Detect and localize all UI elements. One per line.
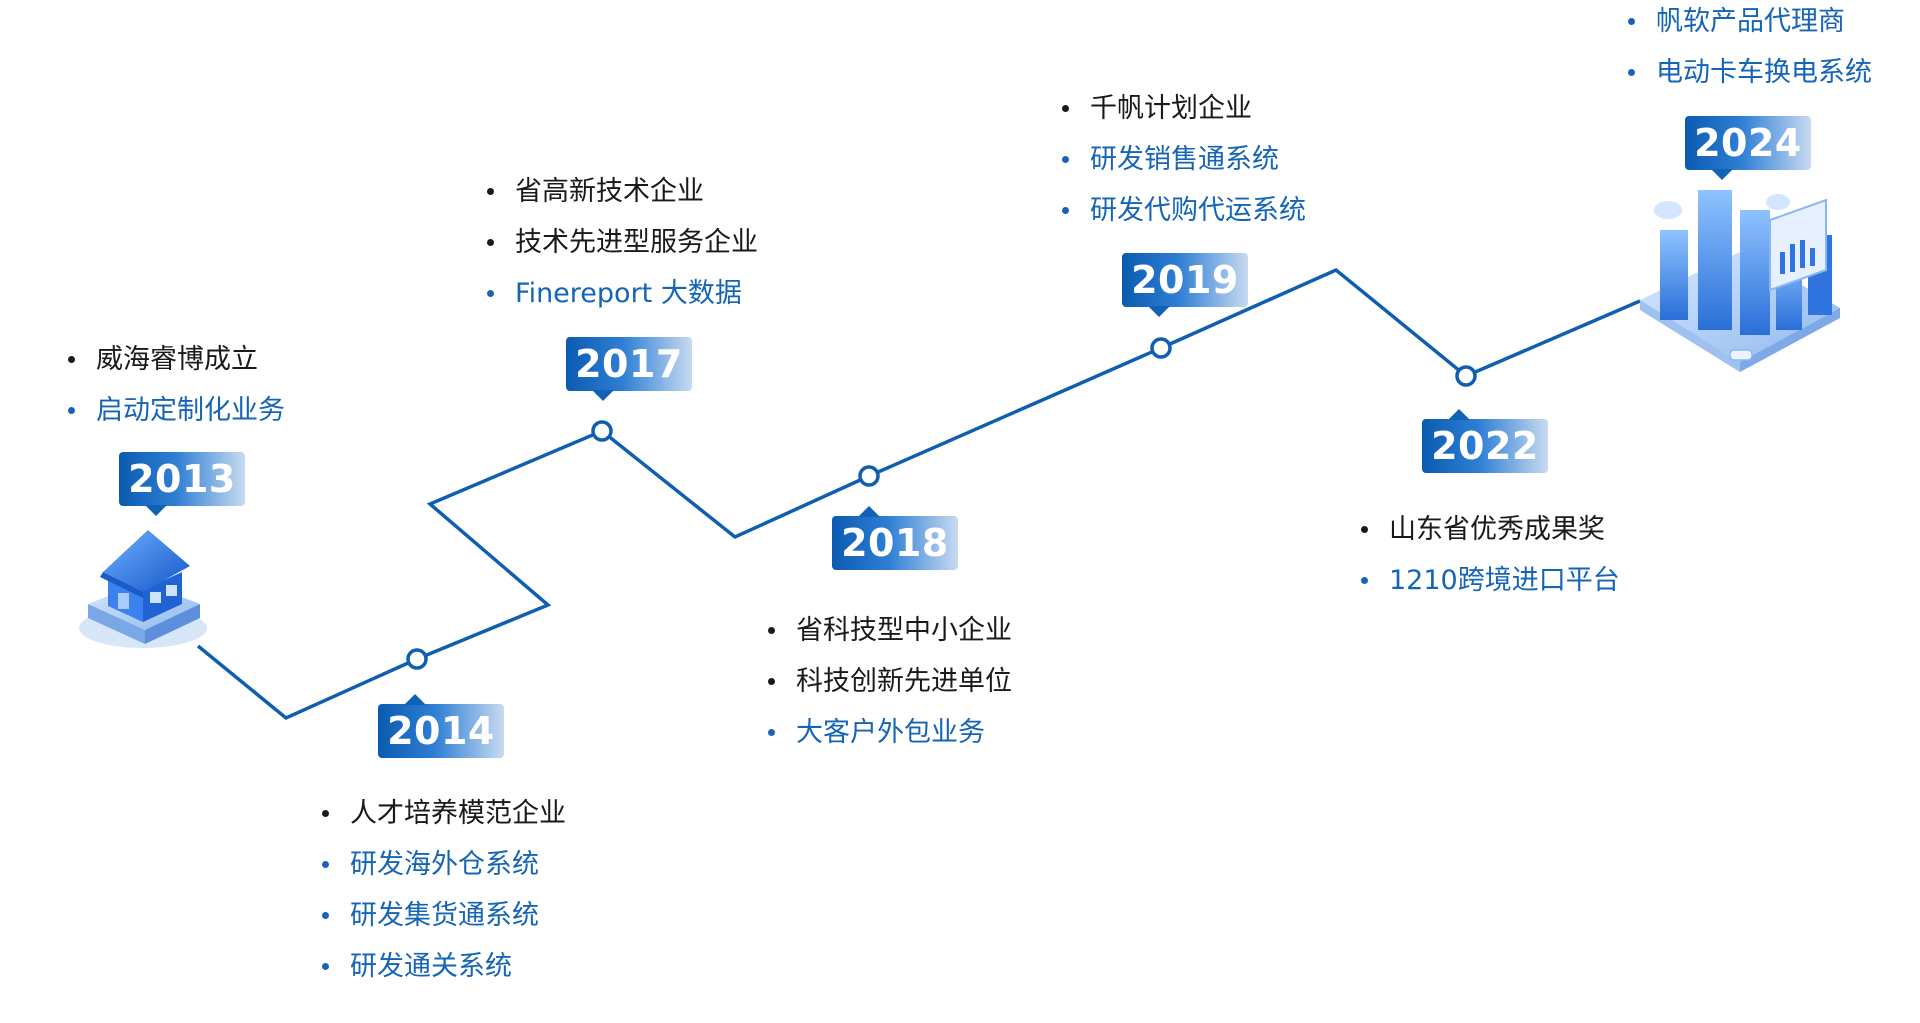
year-label-2013: 2013: [128, 457, 236, 501]
bullet-dot: [68, 356, 75, 363]
badge-pointer: [1448, 409, 1470, 420]
list-item: 省高新技术企业: [485, 166, 758, 217]
year-label-2014: 2014: [387, 709, 495, 753]
list-item: 技术先进型服务企业: [485, 217, 758, 268]
list-item: 电动卡车换电系统: [1626, 47, 1872, 98]
milestone-list-2018: 省科技型中小企业 科技创新先进单位 大客户外包业务: [766, 605, 1012, 758]
milestone-text: 威海睿博成立: [96, 344, 258, 375]
bullet-dot: [322, 963, 329, 970]
milestone-list-2019: 千帆计划企业 研发销售通系统 研发代购代运系统: [1060, 83, 1306, 236]
list-item: 研发代购代运系统: [1060, 185, 1306, 236]
badge-pointer: [404, 694, 426, 705]
year-badge-2014: 2014: [378, 694, 504, 758]
badge-pointer: [592, 390, 614, 401]
bullet-dot: [487, 188, 494, 195]
milestone-text: 启动定制化业务: [96, 395, 285, 426]
badge-pointer: [1148, 306, 1170, 317]
milestone-text: 技术先进型服务企业: [515, 227, 758, 258]
house-icon: [79, 530, 207, 648]
bullet-dot: [487, 290, 494, 297]
milestone-text: 人才培养模范企业: [350, 798, 566, 829]
bullet-dot: [1361, 577, 1368, 584]
list-item: 威海睿博成立: [66, 334, 285, 385]
bullet-dot: [322, 912, 329, 919]
node-2018: [858, 465, 880, 487]
year-badge-2022: 2022: [1422, 409, 1548, 473]
milestone-text: 电动卡车换电系统: [1656, 57, 1872, 88]
city-icon: [1640, 190, 1840, 372]
timeline-line: [196, 267, 1641, 721]
bullet-dot: [1062, 156, 1069, 163]
year-label-2024: 2024: [1694, 121, 1802, 165]
bullet-dot: [1062, 105, 1069, 112]
node-2014: [406, 648, 428, 670]
year-label-2022: 2022: [1431, 424, 1539, 468]
milestone-text: 大客户外包业务: [796, 717, 985, 748]
badge-pointer: [858, 506, 880, 517]
bullet-dot: [1628, 18, 1635, 25]
list-item: 研发集货通系统: [320, 890, 566, 941]
year-label-2019: 2019: [1131, 258, 1239, 302]
milestone-text: 研发通关系统: [350, 951, 512, 982]
bullet-dot: [1628, 69, 1635, 76]
bullet-dot: [322, 861, 329, 868]
bullet-dot: [1361, 526, 1368, 533]
bullet-dot: [1062, 207, 1069, 214]
milestone-text: 省高新技术企业: [515, 176, 704, 207]
list-item: 大客户外包业务: [766, 707, 1012, 758]
milestone-text: 省科技型中小企业: [796, 615, 1012, 646]
list-item: 千帆计划企业: [1060, 83, 1306, 134]
milestone-text: 研发集货通系统: [350, 900, 539, 931]
milestone-text: 帆软产品代理商: [1656, 6, 1845, 37]
milestone-list-2017: 省高新技术企业 技术先进型服务企业 Finereport 大数据: [485, 166, 758, 319]
year-badge-2013: 2013: [119, 452, 245, 516]
list-item: 研发销售通系统: [1060, 134, 1306, 185]
year-badge-2018: 2018: [832, 506, 958, 570]
milestone-text: 研发销售通系统: [1090, 144, 1279, 175]
bullet-dot: [487, 239, 494, 246]
milestone-text: 1210跨境进口平台: [1389, 565, 1620, 596]
milestone-list-2014: 人才培养模范企业 研发海外仓系统 研发集货通系统 研发通关系统: [320, 788, 566, 992]
list-item: Finereport 大数据: [485, 268, 758, 319]
bullet-dot: [768, 678, 775, 685]
milestone-text: 千帆计划企业: [1090, 93, 1252, 124]
year-badge-2019: 2019: [1122, 253, 1248, 317]
milestone-list-2022: 山东省优秀成果奖 1210跨境进口平台: [1359, 504, 1620, 606]
node-2022: [1455, 365, 1477, 387]
milestone-text: Finereport 大数据: [515, 278, 742, 309]
milestone-text: 科技创新先进单位: [796, 666, 1012, 697]
list-item: 研发通关系统: [320, 941, 566, 992]
milestone-list-2024: 帆软产品代理商 电动卡车换电系统: [1626, 0, 1872, 98]
list-item: 研发海外仓系统: [320, 839, 566, 890]
list-item: 人才培养模范企业: [320, 788, 566, 839]
year-badge-2017: 2017: [566, 337, 692, 401]
milestone-text: 山东省优秀成果奖: [1389, 514, 1605, 545]
year-label-2017: 2017: [575, 342, 683, 386]
list-item: 1210跨境进口平台: [1359, 555, 1620, 606]
node-2019: [1150, 337, 1172, 359]
list-item: 启动定制化业务: [66, 385, 285, 436]
bullet-dot: [768, 729, 775, 736]
list-item: 山东省优秀成果奖: [1359, 504, 1620, 555]
bullet-dot: [768, 627, 775, 634]
year-label-2018: 2018: [841, 521, 949, 565]
badge-pointer: [145, 505, 167, 516]
bullet-dot: [68, 407, 75, 414]
bullet-dot: [322, 810, 329, 817]
badge-pointer: [1711, 169, 1733, 180]
list-item: 省科技型中小企业: [766, 605, 1012, 656]
node-2017: [591, 420, 613, 442]
list-item: 帆软产品代理商: [1626, 0, 1872, 47]
milestone-list-2013: 威海睿博成立 启动定制化业务: [66, 334, 285, 436]
year-badge-2024: 2024: [1685, 116, 1811, 180]
milestone-text: 研发海外仓系统: [350, 849, 539, 880]
milestone-text: 研发代购代运系统: [1090, 195, 1306, 226]
list-item: 科技创新先进单位: [766, 656, 1012, 707]
